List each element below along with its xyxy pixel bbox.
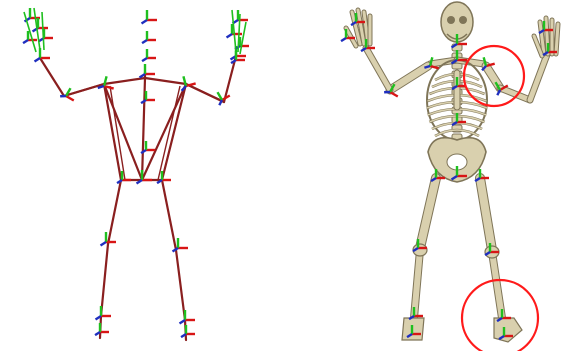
sternum bbox=[454, 70, 460, 110]
finger-left-fill bbox=[556, 24, 558, 54]
eye-socket-right bbox=[459, 16, 467, 24]
eye-socket-left bbox=[447, 16, 455, 24]
